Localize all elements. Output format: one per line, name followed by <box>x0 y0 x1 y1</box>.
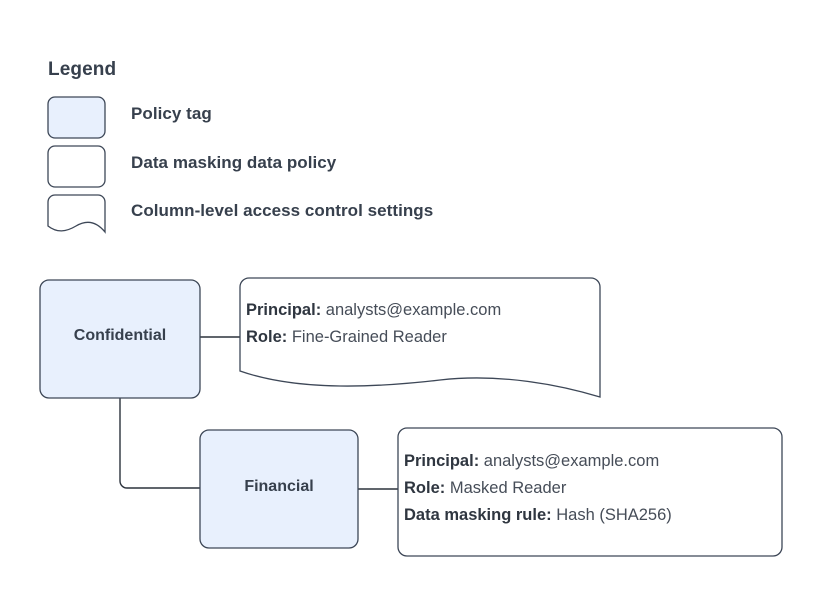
connector-confidential-to-financial <box>119 398 200 489</box>
callout-row-key: Role: <box>404 479 446 497</box>
callout-row: Data masking rule: Hash (SHA256) <box>404 502 672 529</box>
legend-swatch-column-level-settings <box>47 194 106 234</box>
callout-row-value: analysts@example.com <box>483 452 660 470</box>
legend-swatch-policy-tag <box>47 96 106 139</box>
callout-row-key: Principal: <box>246 301 322 319</box>
legend-item-label-policy-tag: Policy tag <box>131 104 212 123</box>
callout-row: Role: Masked Reader <box>404 475 672 502</box>
callout-row-key: Principal: <box>404 452 480 470</box>
callout-row-key: Data masking rule: <box>404 506 552 524</box>
callout-row-value: Masked Reader <box>449 479 567 497</box>
node-label-financial: Financial <box>244 478 314 495</box>
legend-item-label-data-masking-policy: Data masking data policy <box>131 153 337 172</box>
callout-row-value: Hash (SHA256) <box>556 506 672 524</box>
callout-financial-policy[interactable] <box>397 427 783 557</box>
node-confidential[interactable] <box>39 279 201 399</box>
callout-confidential-settings-text: Principal: analysts@example.com Role: Fi… <box>246 297 501 351</box>
legend-item-label-column-level-settings: Column-level access control settings <box>131 201 434 220</box>
callout-row: Principal: analysts@example.com <box>246 297 501 324</box>
callout-row-value: analysts@example.com <box>325 301 502 319</box>
callout-row-key: Role: <box>246 328 288 346</box>
node-label-confidential: Confidential <box>73 327 167 344</box>
legend-swatch-data-masking-policy <box>47 145 106 188</box>
node-financial[interactable] <box>199 429 359 549</box>
callout-confidential-settings[interactable] <box>239 277 601 398</box>
callout-financial-policy-text: Principal: analysts@example.com Role: Ma… <box>404 448 672 529</box>
callout-row: Role: Fine-Grained Reader <box>246 324 501 351</box>
legend-title: Legend <box>48 59 117 80</box>
callout-row: Principal: analysts@example.com <box>404 448 672 475</box>
callout-row-value: Fine-Grained Reader <box>291 328 447 346</box>
